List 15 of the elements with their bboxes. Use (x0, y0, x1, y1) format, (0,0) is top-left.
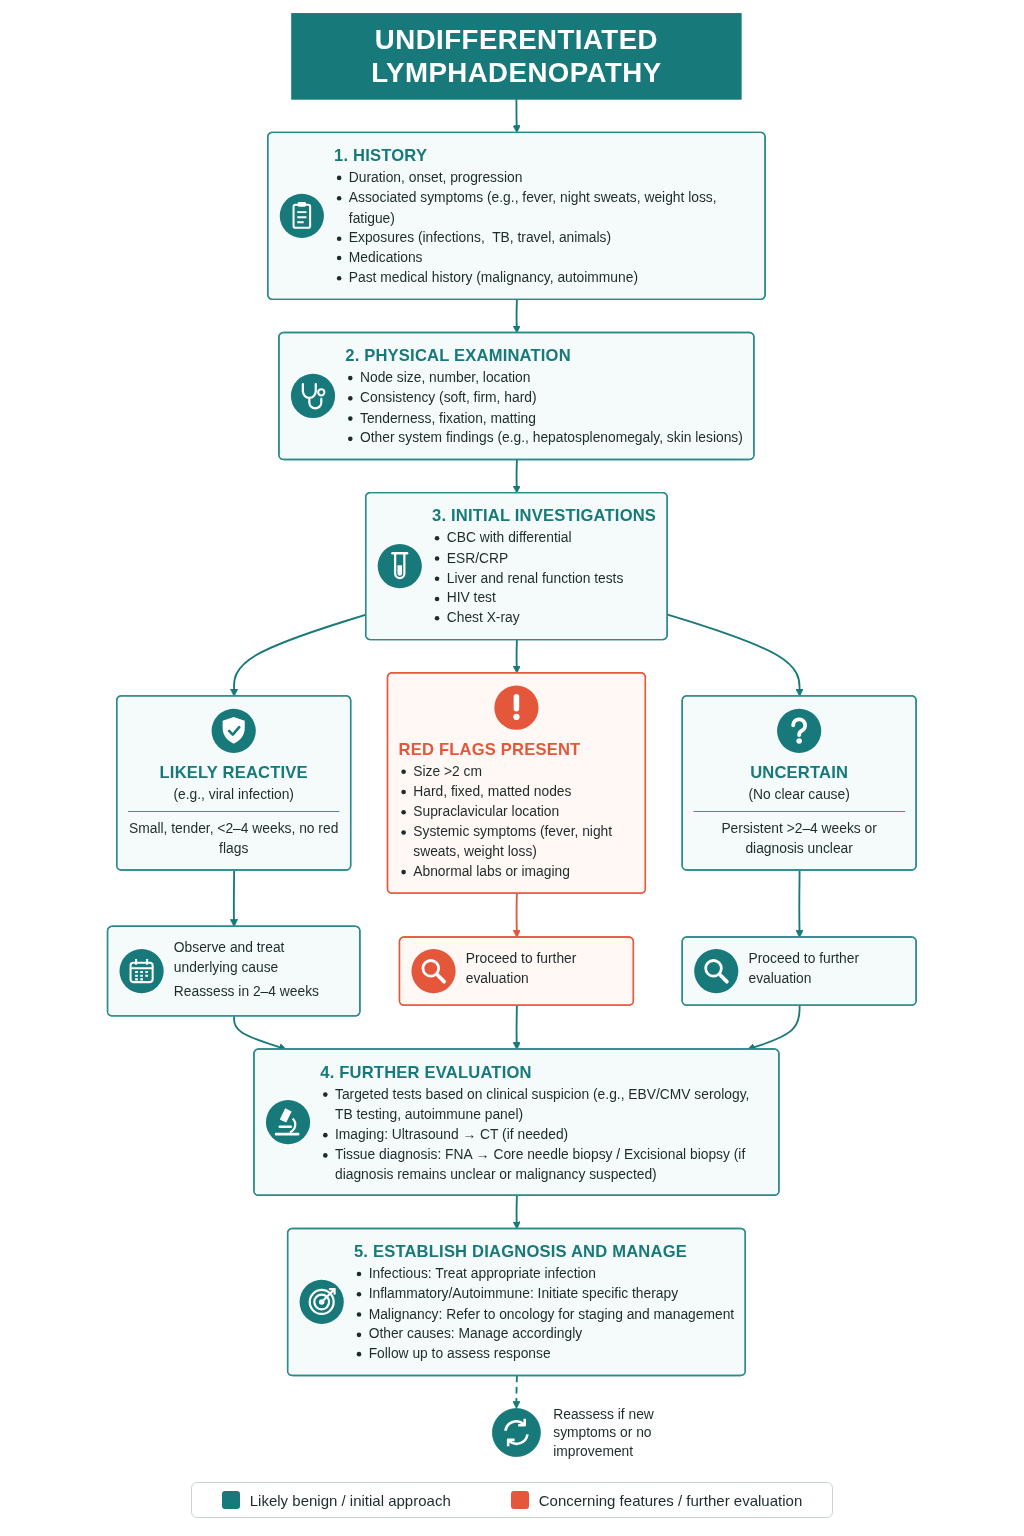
node-box: UNDIFFERENTIATED LYMPHADENOPATHY (291, 13, 742, 100)
arrow (795, 869, 804, 938)
arrow (512, 1375, 521, 1409)
arrow (512, 298, 521, 334)
arrow (512, 1194, 521, 1230)
arrow (512, 639, 521, 674)
arrow (512, 458, 521, 494)
arrow (512, 1004, 521, 1050)
arrow (512, 98, 521, 134)
arrow (230, 869, 239, 928)
side-note: Reassess if new symptoms or no improvement (553, 1404, 655, 1461)
legend-label: Concerning features / further evaluation (538, 1491, 803, 1509)
node-circle (492, 1408, 541, 1457)
legend-label: Likely benign / initial approach (249, 1491, 451, 1509)
arrow (512, 892, 521, 938)
